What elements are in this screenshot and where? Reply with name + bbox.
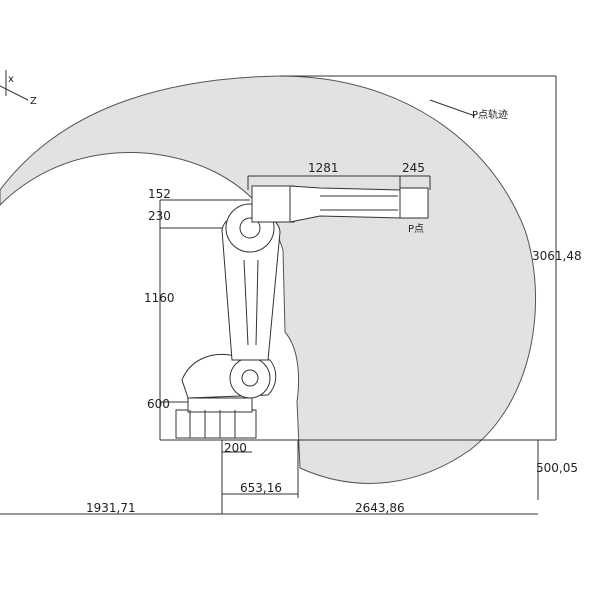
dim-200: 200 [224,441,247,455]
workspace-envelope [0,75,537,484]
p-point-label: P点 [408,223,424,235]
robot-forearm [251,185,429,223]
robot-lower-body [181,353,277,399]
dim-600: 600 [147,397,170,411]
axis-z-label: Z [30,96,37,107]
dim-230: 230 [148,209,171,223]
axis-x-label: x [8,74,14,85]
dim-245: 245 [402,161,425,175]
dim-500: 500,05 [536,461,578,475]
robot-base [175,397,257,439]
dim-152: 152 [148,187,171,201]
axis-icon [0,70,29,101]
trajectory-label: P点轨迹 [472,108,508,121]
dim-3061: 3061,48 [532,249,582,263]
dim-653: 653,16 [240,481,282,495]
dim-1160: 1160 [144,291,175,305]
dim-2643: 2643,86 [355,501,405,515]
dim-1931: 1931,71 [86,501,136,515]
dim-1281: 1281 [308,161,339,175]
